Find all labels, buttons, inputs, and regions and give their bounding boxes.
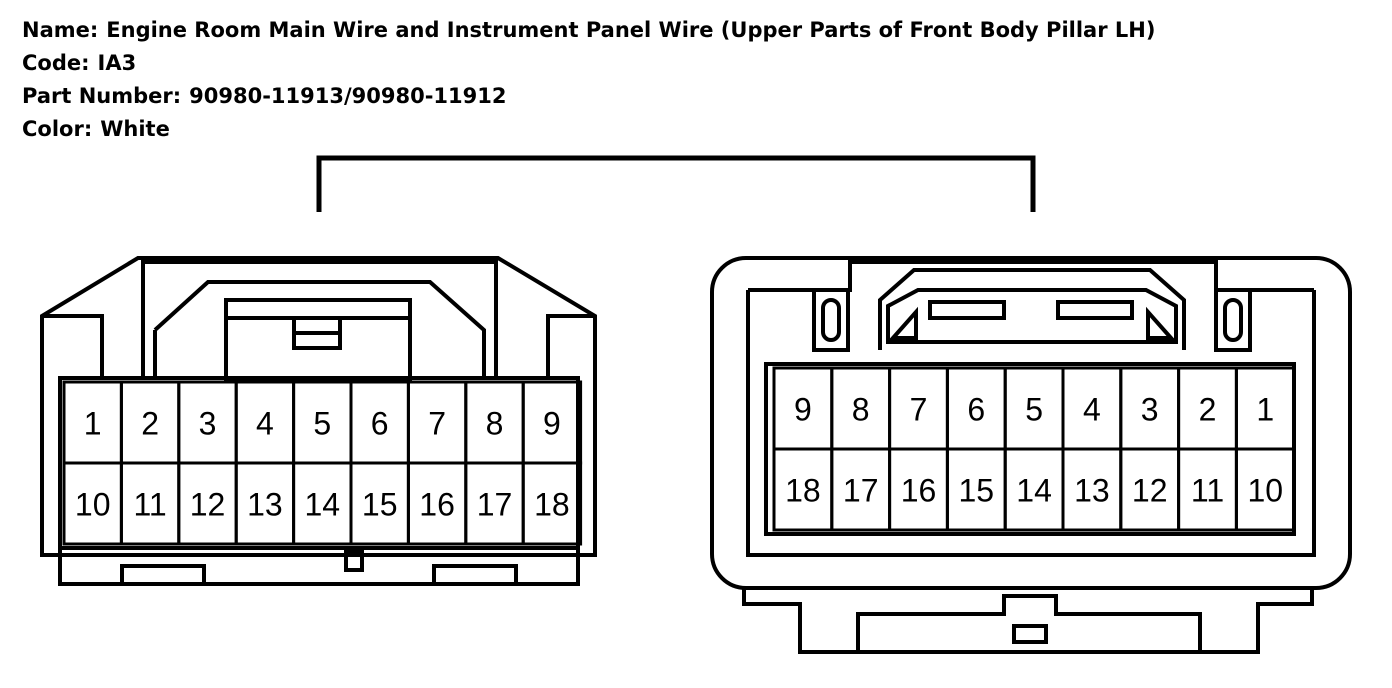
right-pin-label: 3 [1141, 392, 1159, 428]
right-pin-label: 2 [1199, 392, 1217, 428]
right-pin-label: 15 [959, 473, 995, 509]
left-pin-label: 17 [477, 487, 513, 523]
right-bottom-key [1012, 624, 1048, 644]
left-base-notch-left [120, 564, 206, 586]
name-line: Name: Engine Room Main Wire and Instrumen… [22, 14, 1155, 47]
left-pin-label: 4 [256, 406, 274, 442]
right-pin-grid: 9 8 7 6 5 4 3 2 1 18 17 16 15 14 13 12 11 10 [772, 366, 1296, 532]
right-pin-label: 13 [1074, 473, 1110, 509]
left-pin-label: 5 [313, 406, 331, 442]
color-line: Color: White [22, 113, 1155, 146]
right-pin-label: 16 [901, 473, 937, 509]
right-pin-label: 4 [1083, 392, 1101, 428]
left-pin-label: 11 [133, 487, 166, 523]
code-line: Code: IA3 [22, 47, 1155, 80]
color-label: Color: [22, 117, 93, 141]
right-latch-bar-left [928, 300, 1006, 320]
left-pin-label: 16 [419, 487, 455, 523]
left-latch-body [224, 298, 412, 382]
left-pin-label: 18 [534, 487, 570, 523]
name-value: Engine Room Main Wire and Instrument Pan… [106, 18, 1156, 42]
right-latch-triangle-left [888, 306, 918, 340]
left-pin-label: 13 [247, 487, 283, 523]
code-value: IA3 [97, 51, 137, 75]
left-pin-label: 1 [84, 406, 102, 442]
right-pin-label: 6 [967, 392, 985, 428]
part-number-line: Part Number: 90980-11913/90980-11912 [22, 80, 1155, 113]
right-latch-guide [878, 268, 1186, 350]
left-pin-cell [521, 461, 583, 546]
right-connector: 9 8 7 6 5 4 3 2 1 18 17 16 15 14 13 12 11 10 [710, 256, 1352, 654]
right-latch-bar-right [1056, 300, 1134, 320]
left-pin-label: 6 [371, 406, 389, 442]
right-post-right-slot [1223, 298, 1243, 342]
name-label: Name: [22, 18, 99, 42]
right-pin-cell [1234, 447, 1296, 532]
left-lock-tower [141, 260, 498, 380]
left-base [58, 548, 580, 586]
right-pin-label: 1 [1256, 392, 1274, 428]
left-pin-label: 3 [199, 406, 217, 442]
left-inner-shoulder-left [42, 314, 104, 380]
left-pin-label: 9 [543, 406, 561, 442]
right-pin-label: 5 [1025, 392, 1043, 428]
left-pin-label: 15 [362, 487, 398, 523]
right-bottom-inner [856, 594, 1202, 652]
right-post-left [812, 288, 850, 352]
right-pin-label: 12 [1132, 473, 1168, 509]
connector-info: Name: Engine Room Main Wire and Instrumen… [22, 14, 1155, 146]
left-base-center-key [344, 550, 364, 572]
left-pin-label: 2 [141, 406, 159, 442]
right-post-right [1214, 288, 1252, 352]
left-pin-label: 8 [486, 406, 504, 442]
right-bottom-skirt [742, 588, 1314, 654]
left-pin-label: 12 [190, 487, 226, 523]
right-lock-recess [748, 260, 1314, 292]
right-pin-label: 9 [794, 392, 812, 428]
right-pin-label: 8 [852, 392, 870, 428]
right-pin-label: 14 [1016, 473, 1052, 509]
right-pin-label: 11 [1191, 473, 1224, 509]
right-latch-triangle-right [1146, 306, 1176, 340]
right-pin-label: 17 [843, 473, 879, 509]
left-pin-label: 10 [75, 487, 111, 523]
right-pin-label: 10 [1248, 473, 1284, 509]
right-latch-guide-inner [886, 288, 1178, 344]
left-inner-shoulder-right [546, 314, 595, 380]
left-lock-ramp [153, 280, 486, 380]
color-value: White [100, 117, 170, 141]
right-housing-outline [710, 256, 1352, 590]
right-post-left-slot [821, 298, 841, 342]
left-pin-label: 14 [305, 487, 341, 523]
code-label: Code: [22, 51, 90, 75]
mating-bracket [316, 155, 1036, 212]
part-number-label: Part Number: [22, 84, 182, 108]
left-base-notch-right [432, 564, 518, 586]
right-pin-label: 18 [785, 473, 821, 509]
left-pin-label: 7 [428, 406, 446, 442]
part-number-value: 90980-11913/90980-11912 [189, 84, 507, 108]
right-inner-wall [746, 290, 1316, 557]
right-pin-label: 7 [910, 392, 928, 428]
